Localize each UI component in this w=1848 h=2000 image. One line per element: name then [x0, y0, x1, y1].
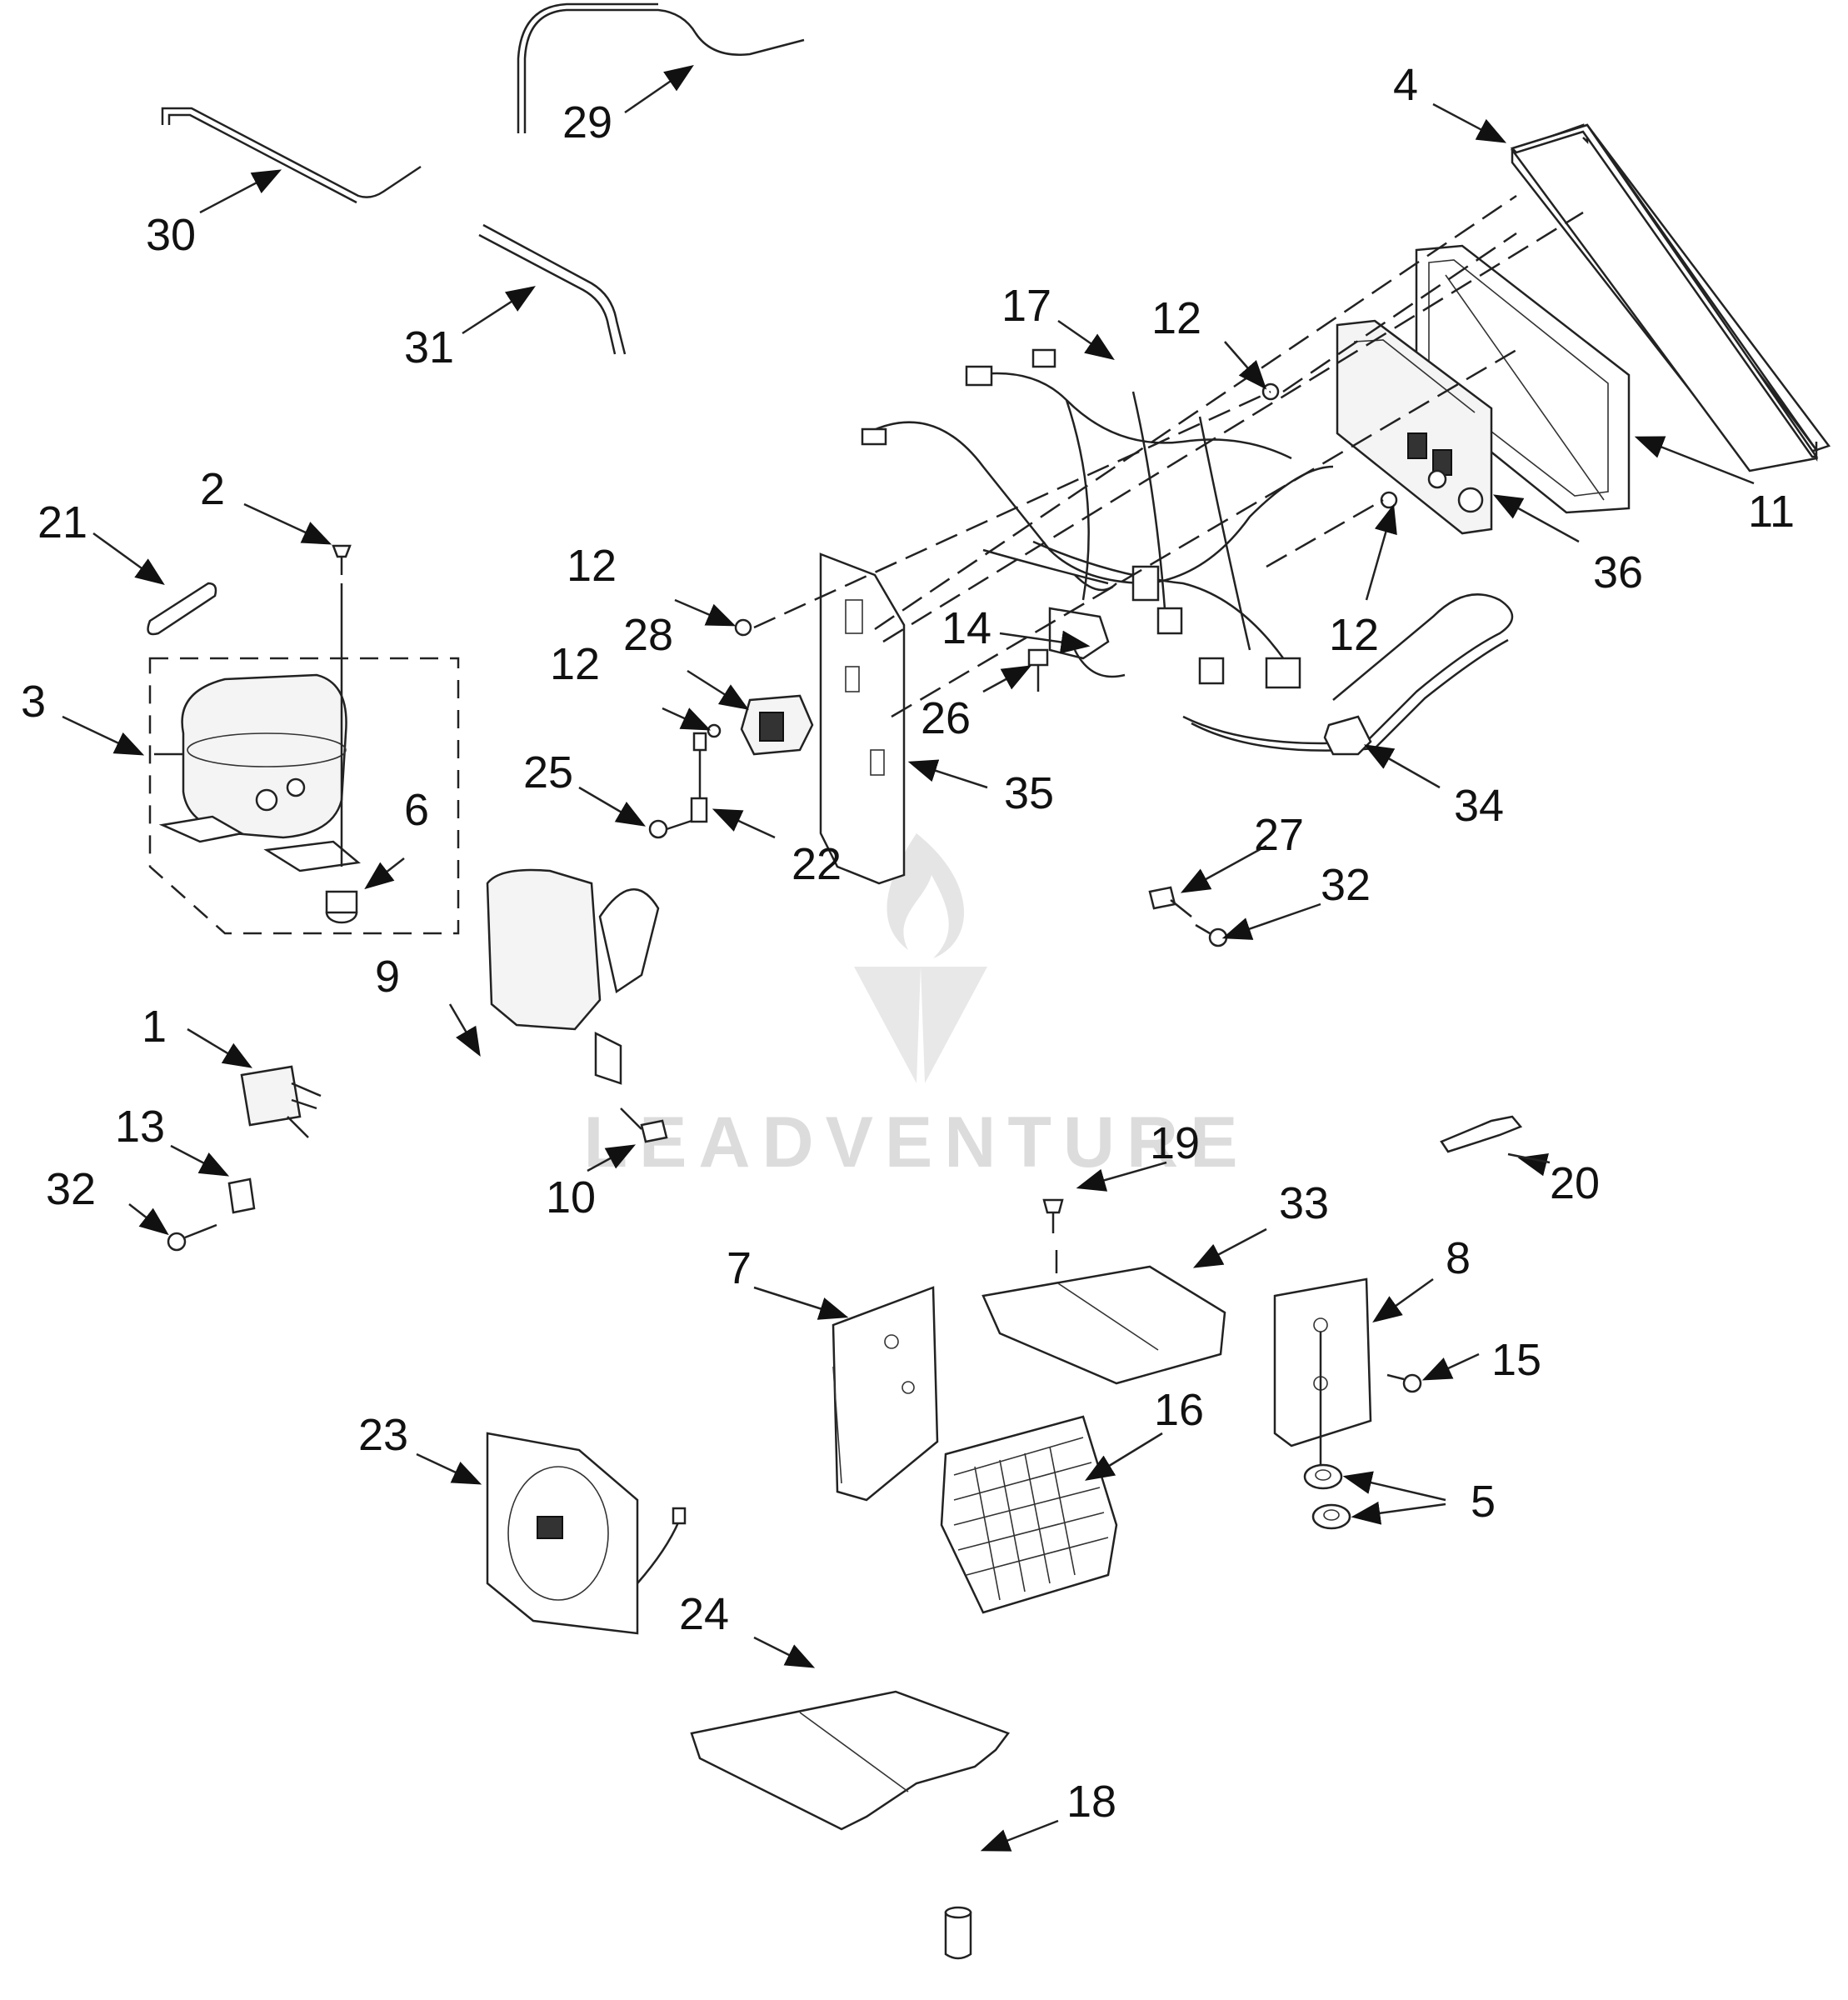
part-1-relay	[240, 1065, 322, 1138]
part-32-screw-left	[167, 1223, 217, 1252]
callout-34: 34	[1454, 781, 1504, 831]
callout-12-plate-top: 12	[567, 541, 617, 591]
part-22-connector	[690, 732, 708, 823]
part-13-bracket	[227, 1178, 256, 1214]
part-17-wire-harness	[861, 348, 1334, 689]
part-21-filter-drier	[147, 582, 217, 636]
callout-18: 18	[1066, 1777, 1116, 1827]
callout-24: 24	[679, 1589, 729, 1639]
part-4-back-panel	[1510, 123, 1831, 472]
callout-29: 29	[562, 98, 612, 148]
part-3-compressor-group	[148, 657, 460, 935]
callout-8: 8	[1446, 1233, 1471, 1283]
callout-12-right: 12	[1329, 610, 1379, 660]
callout-36: 36	[1593, 548, 1643, 598]
callout-12-plate-mid: 12	[550, 639, 600, 689]
part-12-screw-b	[1380, 491, 1398, 509]
callout-16: 16	[1154, 1385, 1204, 1435]
part-24-base-shield	[690, 1690, 1011, 1831]
part-25-screw	[648, 819, 692, 839]
callout-17: 17	[1001, 281, 1051, 331]
callout-4: 4	[1393, 60, 1418, 110]
part-12-screw-c	[734, 618, 752, 637]
callout-21: 21	[37, 498, 87, 548]
callout-2: 2	[200, 464, 225, 514]
part-5-grommet-lower	[1311, 1503, 1351, 1530]
callout-28: 28	[623, 610, 673, 660]
part-29-tube	[517, 2, 805, 133]
callout-23: 23	[358, 1410, 408, 1460]
part-30-tube	[161, 107, 422, 204]
flame-logo-icon	[887, 833, 965, 958]
callout-10: 10	[546, 1172, 596, 1222]
callout-19: 19	[1150, 1118, 1200, 1168]
callout-7: 7	[727, 1243, 752, 1293]
part-16-condenser-coil	[940, 1415, 1118, 1614]
part-26-screw	[1027, 648, 1049, 692]
watermark-logo: LEADVENTURE	[583, 833, 1249, 1182]
part-7-mounting-bracket	[832, 1286, 939, 1502]
callout-30: 30	[146, 210, 196, 260]
part-23-condenser-fan	[486, 1432, 687, 1635]
part-20-cable-tie	[1440, 1115, 1523, 1153]
part-15-screw	[1386, 1373, 1422, 1393]
part-28-rocker-switch	[740, 694, 814, 756]
part-33-shroud	[981, 1265, 1226, 1385]
callout-33: 33	[1279, 1178, 1329, 1228]
callout-20: 20	[1550, 1158, 1600, 1208]
callout-14: 14	[941, 603, 991, 653]
part-8-bracket	[1273, 1278, 1372, 1467]
callout-13: 13	[115, 1102, 165, 1152]
callout-1: 1	[142, 1002, 167, 1052]
callout-25: 25	[523, 748, 573, 798]
callout-5: 5	[1471, 1477, 1496, 1527]
part-31-tube	[478, 223, 627, 355]
part-36-control-board	[1336, 319, 1493, 535]
callout-11: 11	[1748, 487, 1795, 537]
callout-27: 27	[1254, 810, 1304, 860]
callout-32-right: 32	[1321, 860, 1371, 910]
part-32-screw-right	[1195, 923, 1228, 948]
callout-15: 15	[1491, 1335, 1541, 1385]
part-10-screw	[620, 1108, 668, 1143]
callout-3: 3	[21, 677, 46, 727]
part-35-mounting-plate	[819, 552, 906, 885]
part-27-clip	[1148, 886, 1192, 918]
callout-35: 35	[1004, 768, 1054, 818]
callout-32-left: 32	[46, 1164, 96, 1214]
watermark-text: LEADVENTURE	[583, 1102, 1249, 1182]
part-18-sleeve	[944, 1906, 972, 1960]
part-6-grommet	[325, 890, 358, 924]
callout-31: 31	[404, 322, 454, 372]
callout-26: 26	[921, 693, 971, 743]
part-5-grommet-upper	[1303, 1463, 1343, 1490]
part-2-bolt	[332, 544, 352, 867]
leader-arrows	[62, 65, 1755, 1852]
part-9-relay-cover	[486, 868, 660, 1085]
callout-12-top: 12	[1151, 293, 1201, 343]
callout-22: 22	[792, 839, 842, 889]
callout-6: 6	[404, 785, 429, 835]
callout-9: 9	[375, 952, 400, 1002]
alignment-lines	[753, 194, 1584, 718]
part-12-screw-d	[707, 723, 722, 738]
callout-labels: 4 11 36 12 12 17 12 28 12 25 22 35 14 26…	[21, 60, 1795, 1827]
